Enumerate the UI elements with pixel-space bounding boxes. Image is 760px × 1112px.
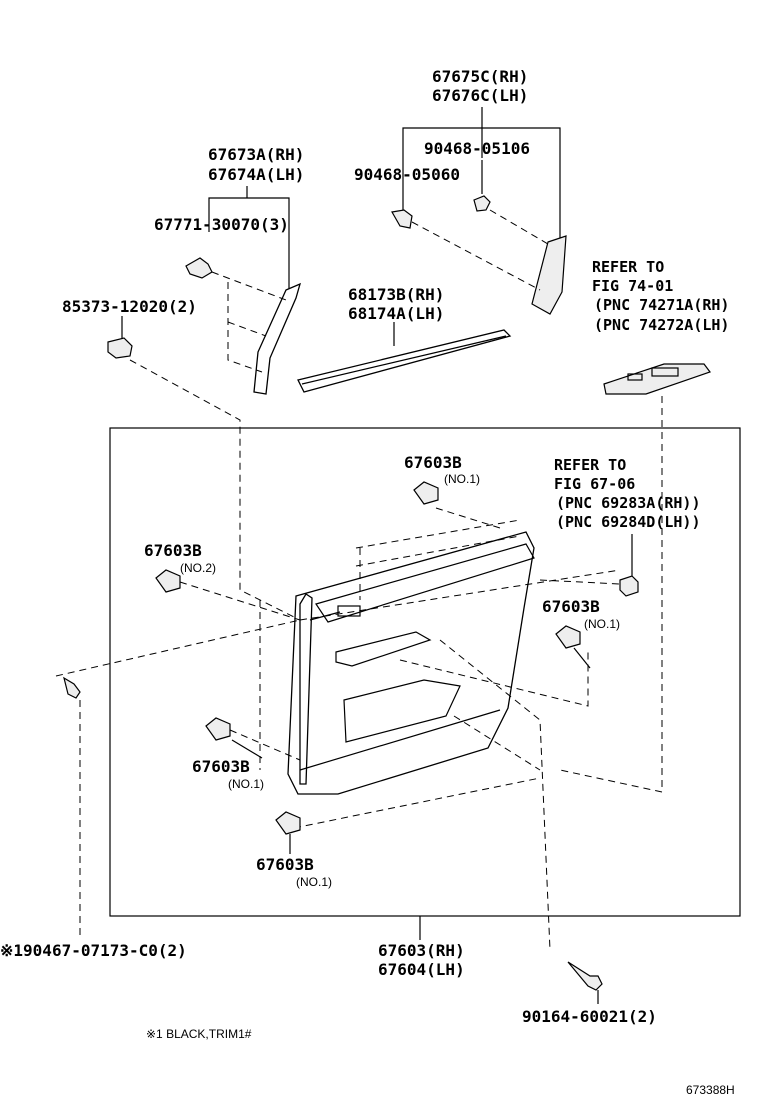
ref-fig-67-06-line3: (PNC 69283A(RH)) (556, 494, 701, 512)
ref-fig-74-01-line3: (PNC 74271A(RH) (594, 296, 729, 314)
clip-67603b-bottom-icon (275, 811, 301, 835)
pillar-garnish-67675c-icon (531, 235, 567, 315)
clip-90468-05060-icon (391, 209, 413, 229)
label-clip-lowleft-note: (NO.1) (228, 777, 264, 791)
label-67676c: 67676C(LH) (432, 86, 528, 105)
clip-67603b-top-icon (413, 481, 439, 505)
label-clip-right-note: (NO.1) (584, 617, 620, 631)
switch-bezel-icon (603, 363, 711, 395)
clip-67603b-lowleft-icon (205, 717, 231, 741)
handle-part-icon (619, 575, 639, 597)
ref-fig-74-01-line4: (PNC 74272A(LH) (594, 316, 729, 334)
label-clip-top-note: (NO.1) (444, 472, 480, 486)
label-clip-right: 67603B (542, 597, 600, 616)
label-67771-30070: 67771-30070(3) (154, 215, 289, 234)
door-trim-frame (109, 427, 741, 917)
label-67604: 67604(LH) (378, 960, 465, 979)
label-90468-05106: 90468-05106 (424, 139, 530, 158)
label-clip-lowleft: 67603B (192, 757, 250, 776)
ref-fig-67-06-line4: (PNC 69284D(LH)) (556, 513, 701, 531)
label-85373-12020: 85373-12020(2) (62, 297, 197, 316)
ref-fig-67-06-line1: REFER TO (554, 456, 626, 474)
figure-id: 673388H (686, 1083, 735, 1097)
screw-90164-icon (567, 961, 603, 991)
ref-fig-67-06-line2: FIG 67-06 (554, 475, 635, 493)
clip-67603b-right-icon (555, 625, 581, 649)
ref-fig-74-01-line1: REFER TO (592, 258, 664, 276)
footnote: ※1 BLACK,TRIM1# (146, 1027, 252, 1041)
label-90468-05060: 90468-05060 (354, 165, 460, 184)
label-90164: 90164-60021(2) (522, 1007, 657, 1026)
label-90467: ※190467-07173-C0(2) (0, 941, 187, 960)
label-clip-bottom-note: (NO.1) (296, 875, 332, 889)
label-67673a: 67673A(RH) (208, 145, 304, 164)
clip-67603b-left-icon (155, 569, 181, 593)
label-clip-top: 67603B (404, 453, 462, 472)
label-68174a: 68174A(LH) (348, 304, 444, 323)
door-trim-panel-icon (287, 531, 535, 795)
clip-85373-12020-icon (107, 337, 133, 359)
label-clip-bottom: 67603B (256, 855, 314, 874)
label-67675c: 67675C(RH) (432, 67, 528, 86)
pillar-garnish-67673a-icon (253, 282, 302, 395)
label-67603: 67603(RH) (378, 941, 465, 960)
weatherstrip-68173b-icon (297, 329, 512, 393)
clip-90468-05106-icon (473, 195, 491, 212)
label-clip-left-note: (NO.2) (180, 561, 216, 575)
screw-90467-icon (63, 676, 81, 699)
clip-67771-30070-icon (185, 257, 213, 279)
label-67674a: 67674A(LH) (208, 165, 304, 184)
label-clip-left: 67603B (144, 541, 202, 560)
ref-fig-74-01-line2: FIG 74-01 (592, 277, 673, 295)
label-68173b: 68173B(RH) (348, 285, 444, 304)
